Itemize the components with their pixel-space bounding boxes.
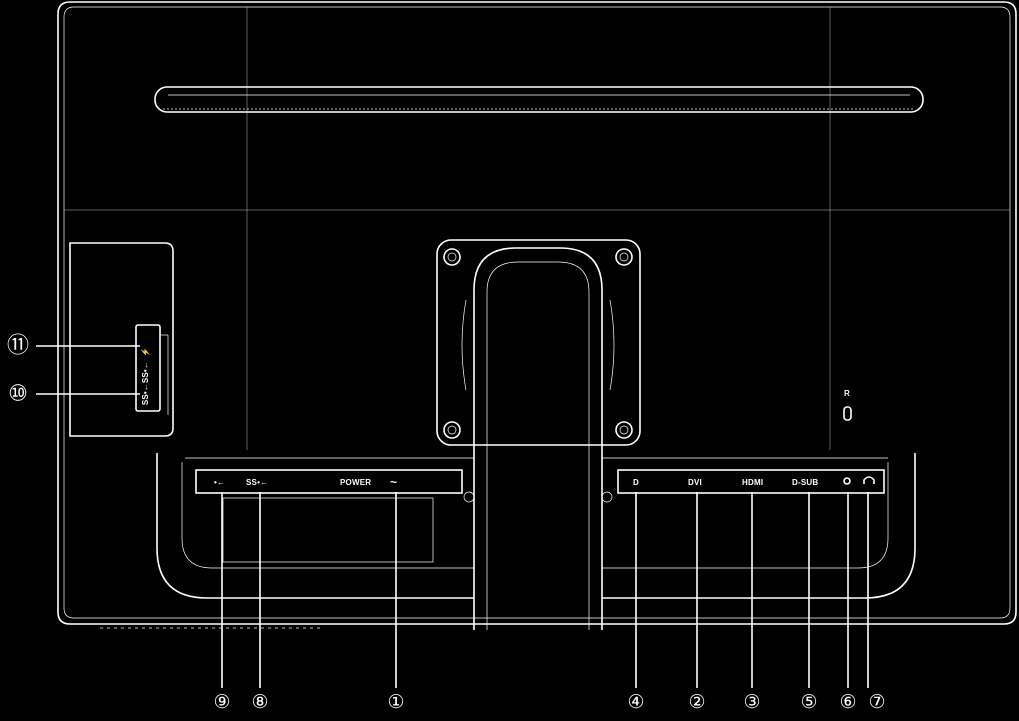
usb3-port-label: SS•←: [246, 478, 268, 487]
monitor-body: [57, 1, 1017, 625]
dsub-port-label: D-SUB: [792, 478, 818, 487]
power-port-label: POWER: [340, 478, 371, 487]
top-vent-slot: [154, 86, 924, 113]
callout-1: ①: [387, 691, 404, 713]
dvi-port-label: DVI: [688, 478, 702, 487]
hdmi-port-label: HDMI: [742, 478, 763, 487]
kensington-lock: R: [843, 389, 852, 421]
side-charge-icon: ⚡: [140, 347, 150, 357]
power-ac-symbol: ~: [390, 475, 397, 489]
usb2-port-label: •←: [214, 478, 225, 487]
callout-2: ②: [688, 691, 705, 713]
callout-6: ⑥: [839, 691, 856, 713]
callout-10: ⑩: [8, 382, 28, 407]
callout-7: ⑦: [868, 691, 885, 713]
callout-9: ⑨: [213, 691, 230, 713]
callout-8: ⑧: [251, 691, 268, 713]
callout-numbers: ⑪ ⑩ ⑨ ⑧ ① ④ ② ③ ⑤ ⑥ ⑦: [7, 334, 886, 714]
side-usb3-lower-label: SS•←: [141, 383, 150, 405]
bottom-edge-details: [100, 623, 320, 629]
callout-4: ④: [627, 691, 644, 713]
side-usb-panel: ⚡ SS•← SS•←: [69, 242, 174, 437]
callout-5: ⑤: [800, 691, 817, 713]
audio-in-icon: [843, 477, 851, 485]
side-usb3-upper-label: SS•←: [141, 361, 150, 383]
callout-3: ③: [743, 691, 760, 713]
lock-icon: R: [844, 389, 850, 398]
displayport-label: D: [633, 478, 639, 487]
callout-11: ⑪: [7, 334, 29, 359]
left-io-bay: •← SS•← POWER ~: [156, 453, 475, 599]
vesa-mount-plate: [436, 239, 641, 446]
headphone-icon: [863, 476, 875, 484]
callout-leader-lines: [36, 345, 869, 688]
stand-neck: [473, 247, 603, 630]
